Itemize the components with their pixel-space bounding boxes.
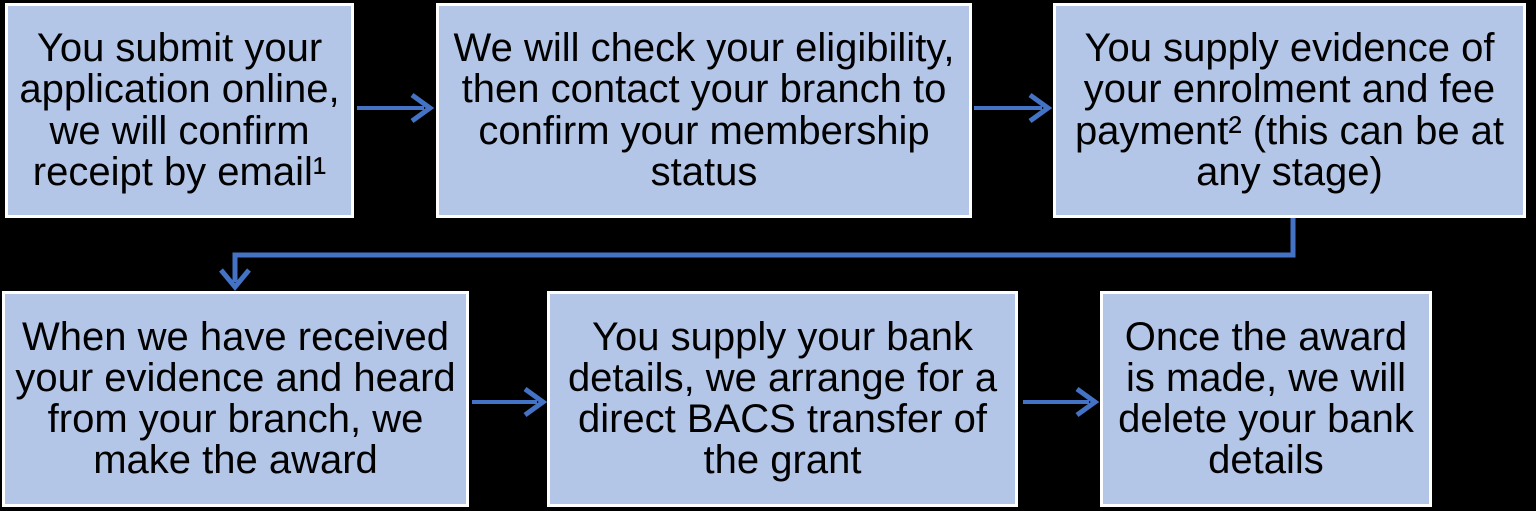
flow-step-3-text: You supply evidence of your enrolment an…: [1074, 26, 1505, 194]
flow-step-6-delete-details: Once the award is made, we will delete y…: [1100, 291, 1432, 507]
flow-step-2-check-eligibility: We will check your eligibility, then con…: [436, 3, 972, 218]
flow-step-3-supply-evidence: You supply evidence of your enrolment an…: [1053, 3, 1526, 218]
flow-step-1-submit-application: You submit your application online, we w…: [5, 3, 354, 218]
flow-step-5-text: You supply your bank details, we arrange…: [567, 314, 998, 483]
arrow-step3-to-step4-elbow: [219, 218, 1296, 291]
flow-step-4-make-award: When we have received your evidence and …: [2, 291, 469, 507]
arrow-step4-to-step5: [472, 386, 548, 418]
arrow-step1-to-step2: [357, 92, 435, 124]
arrow-step2-to-step3: [974, 92, 1053, 124]
flow-step-5-bank-transfer: You supply your bank details, we arrange…: [547, 291, 1018, 507]
arrow-step5-to-step6: [1023, 386, 1100, 418]
flow-step-1-text: You submit your application online, we w…: [19, 26, 340, 194]
flow-step-6-text: Once the award is made, we will delete y…: [1118, 314, 1414, 483]
flow-step-4-text: When we have received your evidence and …: [15, 314, 456, 483]
flow-step-2-text: We will check your eligibility, then con…: [453, 26, 955, 194]
